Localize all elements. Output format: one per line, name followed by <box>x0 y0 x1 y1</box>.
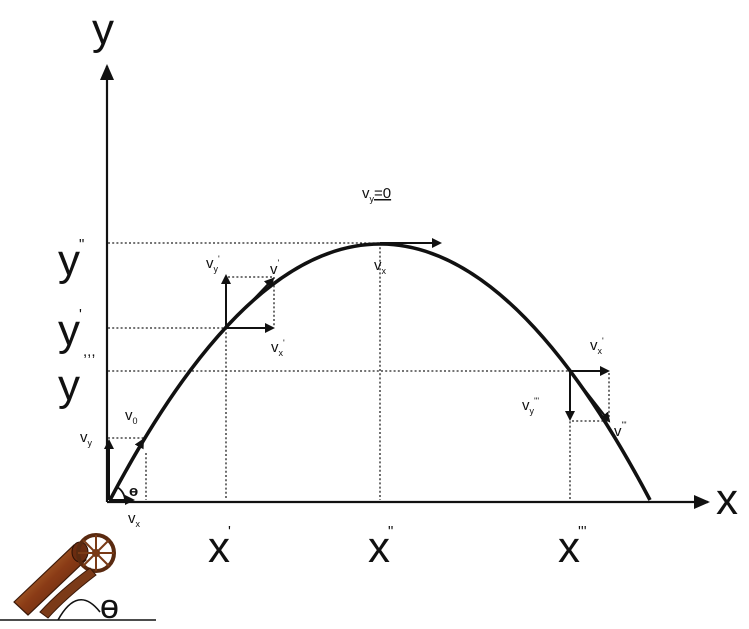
label-vy-start: vy <box>80 429 93 448</box>
label-v0: v0 <box>125 407 138 426</box>
cannon-theta: ɵ <box>100 588 119 624</box>
label-vx3: vx' <box>590 336 604 356</box>
x-tick-1: x' <box>208 523 231 572</box>
theta-arc <box>116 486 126 501</box>
label-vx1: vx' <box>271 338 285 358</box>
cannon-illustration: ɵ <box>0 533 156 626</box>
v0-vector <box>109 438 144 501</box>
cannon-carriage <box>39 567 97 619</box>
y-axis-title: y <box>92 5 114 54</box>
label-vy3: vy''' <box>522 396 539 416</box>
v1-vector <box>225 277 275 329</box>
label-v1: v' <box>270 258 280 278</box>
v3-vector <box>569 370 611 423</box>
label-v3: v''' <box>614 420 627 440</box>
cannon-barrel <box>13 544 87 616</box>
label-vy1: vy' <box>206 254 220 274</box>
cannon-launch-curve <box>57 598 101 621</box>
label-vx-start: vx <box>128 510 141 529</box>
y-tick-low: y <box>58 361 80 410</box>
cannon-wheel <box>76 533 116 573</box>
x-tick-3: x''' <box>558 523 587 572</box>
y-tick-mid: y' <box>58 306 82 355</box>
label-vx-top: vx <box>374 257 387 276</box>
y-tick-top: y" <box>58 236 84 285</box>
x-axis-title: x <box>716 475 738 524</box>
label-vy-zero: vy=0 <box>362 185 391 204</box>
label-theta: ɵ <box>129 483 138 500</box>
x-tick-2: x" <box>368 523 393 572</box>
y-tick-low-marks: ,,, <box>83 343 96 360</box>
